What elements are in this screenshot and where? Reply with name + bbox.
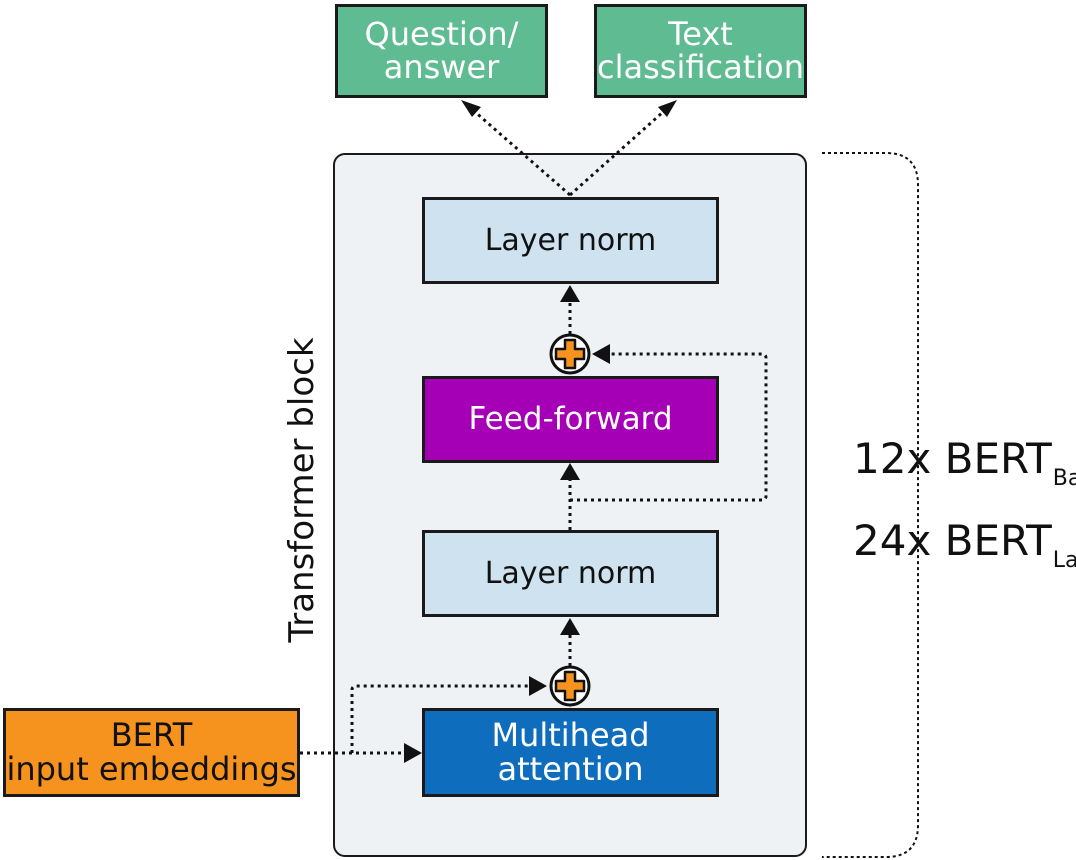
arrowheads: [404, 100, 677, 763]
repeat-base-subscript: Base: [1052, 466, 1076, 491]
arrowhead-plus-bottom: [529, 676, 547, 696]
multihead-attention-label: Multihead attention: [491, 716, 650, 788]
repeat-large: 24x BERTLarge: [853, 516, 1076, 573]
arrowhead-question-answer: [461, 100, 481, 117]
repeat-base-prefix: 12x BERT: [853, 434, 1052, 483]
repeat-large-subscript: Large: [1052, 548, 1076, 573]
arrowhead-text-classification: [658, 100, 677, 117]
arrow-to-question-answer: [465, 102, 571, 197]
residual-feed-forward: [570, 352, 768, 502]
multihead-attention-box: Multihead attention: [422, 708, 719, 797]
arrowhead-multihead: [404, 743, 422, 763]
layer-norm-top-label: Layer norm: [484, 222, 657, 258]
output-question-answer-box: Question/ answer: [335, 4, 548, 98]
output-text-classification-box: Text classification: [594, 4, 807, 98]
arrow-to-text-classification: [569, 102, 673, 197]
bert-input-embeddings-box: BERT input embeddings: [3, 708, 300, 797]
feed-forward-box: Feed-forward: [422, 376, 719, 463]
transformer-block-label: Transformer block: [282, 337, 322, 643]
arrowhead-plus-top: [592, 344, 610, 364]
output-question-answer-label: Question/ answer: [364, 14, 519, 86]
repeat-base: 12x BERTBase: [853, 434, 1076, 491]
layer-norm-top-box: Layer norm: [422, 197, 719, 284]
feed-forward-label: Feed-forward: [468, 401, 673, 438]
layer-norm-bottom-label: Layer norm: [484, 555, 657, 591]
repeat-large-prefix: 24x BERT: [853, 516, 1052, 565]
output-text-classification-label: Text classification: [597, 14, 804, 86]
repeat-bracket: [822, 152, 919, 858]
add-plus-icon-top: [549, 333, 591, 375]
add-plus-icon-bottom: [549, 665, 591, 707]
bert-input-embeddings-label: BERT input embeddings: [6, 716, 297, 788]
arrowhead-layer-norm-bottom: [560, 618, 580, 635]
layer-norm-bottom-box: Layer norm: [422, 530, 719, 617]
arrowhead-feed-forward: [560, 463, 580, 480]
residual-multihead: [350, 684, 528, 753]
arrowhead-layer-norm-top: [560, 285, 580, 302]
